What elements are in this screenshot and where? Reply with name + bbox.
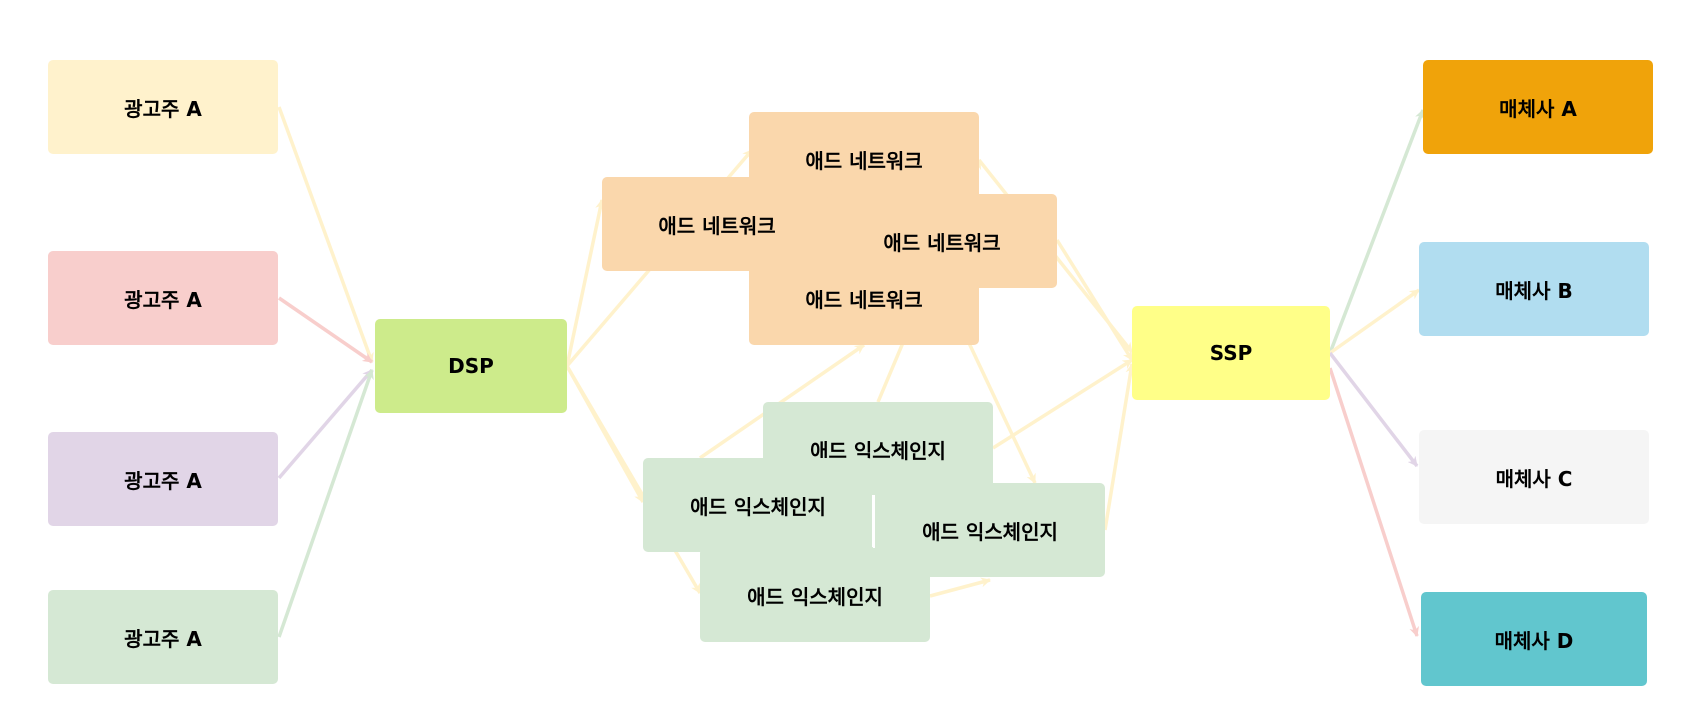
- ad-network-node: 애드 네트워크: [827, 194, 1057, 288]
- dsp-node: DSP: [375, 319, 567, 413]
- edge-exchange-3-to-ssp: [1103, 363, 1136, 531]
- ad-network-label: 애드 네트워크: [658, 213, 776, 238]
- ad-network-node: 애드 네트워크: [602, 177, 832, 271]
- publisher-label: 매체사 A: [1499, 96, 1577, 121]
- ad-network-label: 애드 네트워크: [805, 148, 923, 173]
- ad-exchange-node: 애드 익스체인지: [875, 483, 1105, 577]
- ad-exchange-node: 애드 익스체인지: [643, 458, 873, 552]
- advertiser-label: 광고주 A: [124, 287, 202, 312]
- publisher-node: 매체사 A: [1423, 60, 1653, 154]
- advertiser-node: 광고주 A: [48, 251, 278, 345]
- edge-advertiser-4-to-dsp: [277, 369, 374, 638]
- advertiser-node: 광고주 A: [48, 60, 278, 154]
- publisher-label: 매체사 C: [1495, 466, 1573, 491]
- edge-exchange-1-to-ssp: [992, 358, 1133, 450]
- edge-dsp-to-network-2: [565, 199, 606, 367]
- edge-network-3-to-ssp: [1055, 239, 1134, 361]
- advertiser-node: 광고주 A: [48, 432, 278, 526]
- ad-exchange-label: 애드 익스체인지: [922, 519, 1058, 544]
- ad-network-label: 애드 네트워크: [883, 230, 1001, 255]
- ad-exchange-label: 애드 익스체인지: [747, 584, 883, 609]
- edge-ssp-to-publisher-b: [1328, 288, 1421, 355]
- dsp-label: DSP: [448, 354, 494, 378]
- edge-ssp-to-publisher-a: [1328, 109, 1425, 354]
- exchange-divider-line: [872, 495, 875, 547]
- edge-advertiser-2-to-dsp: [278, 296, 373, 364]
- publisher-node: 매체사 B: [1419, 242, 1649, 336]
- advertiser-label: 광고주 A: [124, 626, 202, 651]
- ad-exchange-label: 애드 익스체인지: [690, 494, 826, 519]
- publisher-label: 매체사 D: [1494, 628, 1574, 653]
- edge-advertiser-3-to-dsp: [277, 368, 374, 480]
- publisher-node: 매체사 D: [1421, 592, 1647, 686]
- edge-advertiser-1-to-dsp: [277, 106, 374, 363]
- edge-ssp-to-publisher-c: [1328, 351, 1419, 468]
- publisher-node: 매체사 C: [1419, 430, 1649, 524]
- advertiser-node: 광고주 A: [48, 590, 278, 684]
- edge-dsp-to-exchange-2: [565, 365, 645, 503]
- edge-exchange-4-to-exchange-3: [929, 577, 991, 598]
- ssp-label: SSP: [1209, 341, 1253, 365]
- publisher-label: 매체사 B: [1495, 278, 1573, 303]
- edge-ssp-to-publisher-d: [1328, 367, 1419, 637]
- advertiser-label: 광고주 A: [124, 96, 202, 121]
- ssp-node: SSP: [1132, 306, 1330, 400]
- advertiser-label: 광고주 A: [124, 468, 202, 493]
